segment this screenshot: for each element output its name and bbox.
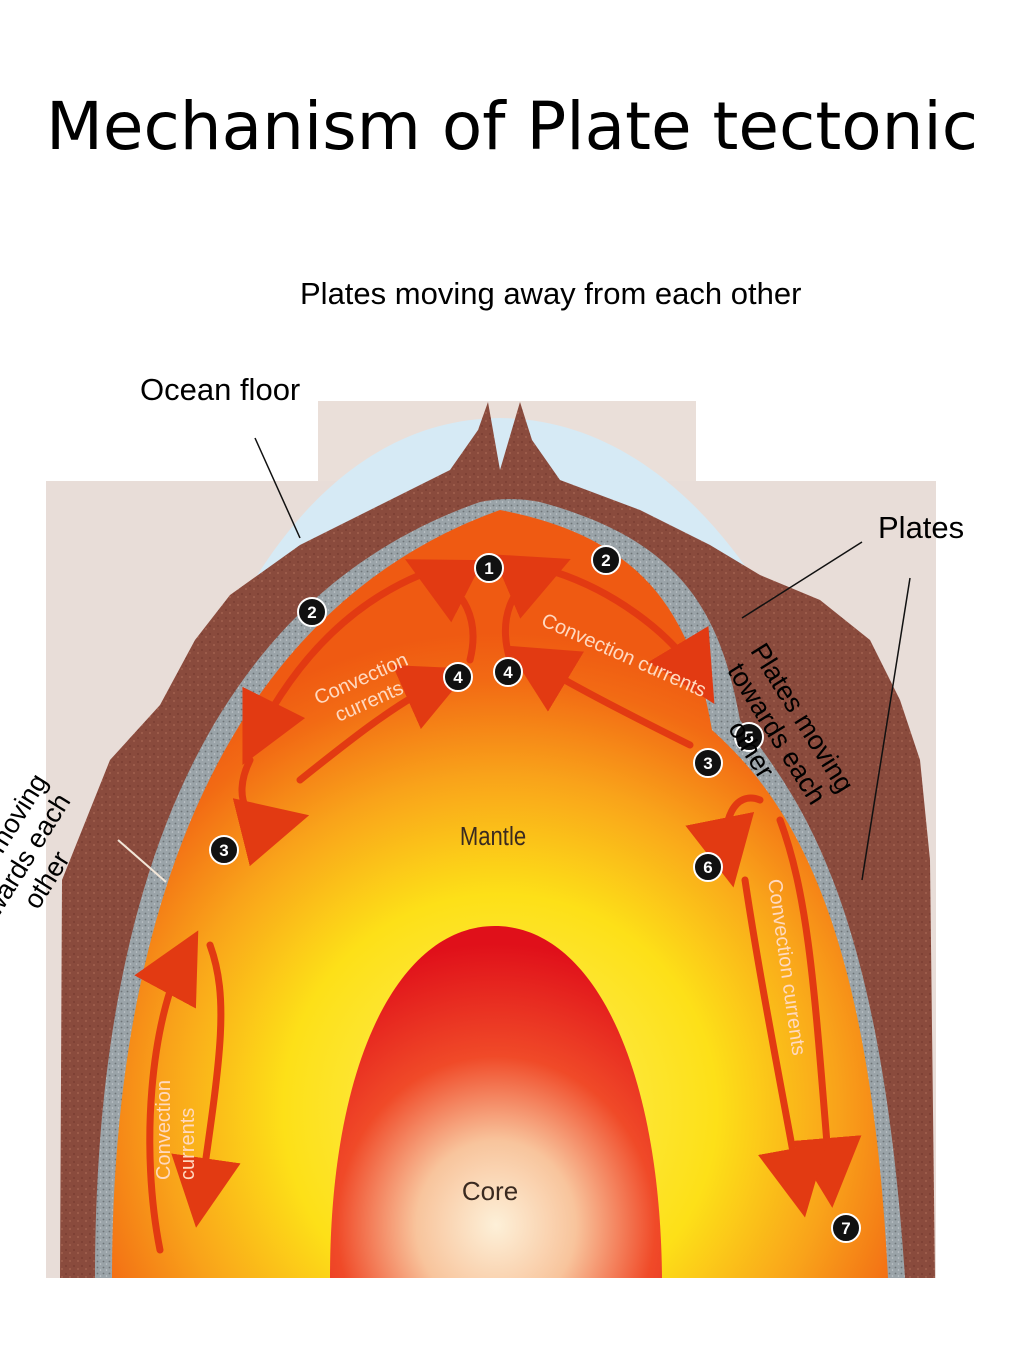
marker-5: 5 — [734, 722, 764, 752]
plates-leader-line — [741, 541, 863, 619]
core — [330, 926, 662, 1278]
convection-arrow — [405, 559, 484, 664]
marker-2: 2 — [297, 597, 327, 627]
markers: 1 2 2 3 3 4 4 5 6 7 — [209, 545, 861, 1243]
convection-arrow — [776, 816, 862, 1208]
plates-label: Plates — [878, 510, 965, 545]
marker-2: 2 — [591, 545, 621, 575]
marker-4: 4 — [443, 662, 473, 692]
svg-text:4: 4 — [503, 663, 513, 682]
mantle-label: Mantle — [460, 822, 526, 851]
svg-text:2: 2 — [307, 603, 316, 622]
convection-arrow — [505, 645, 694, 749]
marker-3: 3 — [209, 835, 239, 865]
convection-arrow — [685, 794, 764, 888]
svg-text:6: 6 — [703, 858, 712, 877]
marker-4: 4 — [493, 657, 523, 687]
convection-label-left-bottom: Convection currents — [153, 1080, 199, 1180]
marker-3: 3 — [693, 748, 723, 778]
slide-title: Mechanism of Plate tectonic — [45, 88, 979, 165]
plates-leader-line — [861, 577, 911, 881]
svg-text:2: 2 — [601, 551, 610, 570]
svg-text:3: 3 — [703, 754, 712, 773]
svg-text:1: 1 — [484, 559, 493, 578]
ocean-floor-label: Ocean floor — [140, 372, 301, 407]
convection-arrow — [242, 571, 424, 766]
svg-text:4: 4 — [453, 668, 463, 687]
convection-arrow — [134, 930, 199, 1254]
core-label: Core — [462, 1176, 518, 1206]
marker-1: 1 — [474, 553, 504, 583]
svg-text:Convection: Convection — [153, 1080, 175, 1180]
convection-arrow — [232, 756, 310, 867]
ocean-floor-leader-line — [254, 437, 301, 539]
marker-7: 7 — [831, 1213, 861, 1243]
convection-arrow — [171, 941, 241, 1228]
convection-arrow — [296, 665, 471, 784]
left-leader-line — [117, 839, 167, 883]
convection-arrow — [741, 876, 827, 1218]
svg-text:7: 7 — [841, 1219, 850, 1238]
svg-text:5: 5 — [744, 728, 753, 747]
marker-6: 6 — [693, 852, 723, 882]
svg-text:currents: currents — [177, 1108, 199, 1180]
svg-text:3: 3 — [219, 841, 228, 860]
convection-arrow — [551, 568, 715, 705]
slide-subtitle: Plates moving away from each other — [300, 276, 802, 311]
